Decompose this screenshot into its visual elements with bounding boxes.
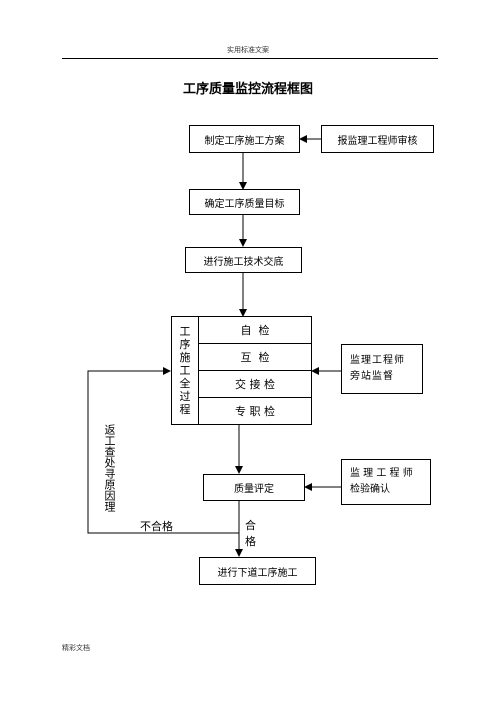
briefing-box: 进行施工技术交底 [185, 247, 302, 273]
diagram-title: 工序质量监控流程框图 [182, 82, 313, 97]
check-self: 自 检 [198, 316, 312, 344]
check-professional: 专 职 检 [198, 397, 312, 425]
fail-label: 不合格 [140, 520, 173, 533]
page-header: 实用标准文案 [227, 46, 269, 54]
process-label: 工序施工全过程 [171, 316, 199, 425]
pass-label: 合格 [245, 519, 256, 548]
evaluation-box: 质量评定 [203, 474, 305, 501]
supervision-box: 监理工程师旁站监督 [341, 344, 423, 394]
confirm-box: 监 理 工 程 师检验确认 [341, 459, 431, 505]
plan-box: 制定工序施工方案 [189, 125, 300, 153]
process-label-text: 工序施工全过程 [179, 325, 191, 416]
return-label: 返工查处寻原因理 [103, 424, 116, 512]
header-divider [62, 58, 438, 59]
next-step-box: 进行下道工序施工 [199, 557, 316, 585]
target-box: 确定工序质量目标 [189, 189, 300, 215]
page-footer: 精彩文档 [62, 644, 90, 652]
review-box: 报监理工程师审核 [321, 125, 434, 153]
check-handover: 交 接 检 [198, 370, 312, 398]
check-mutual: 互 检 [198, 343, 312, 371]
